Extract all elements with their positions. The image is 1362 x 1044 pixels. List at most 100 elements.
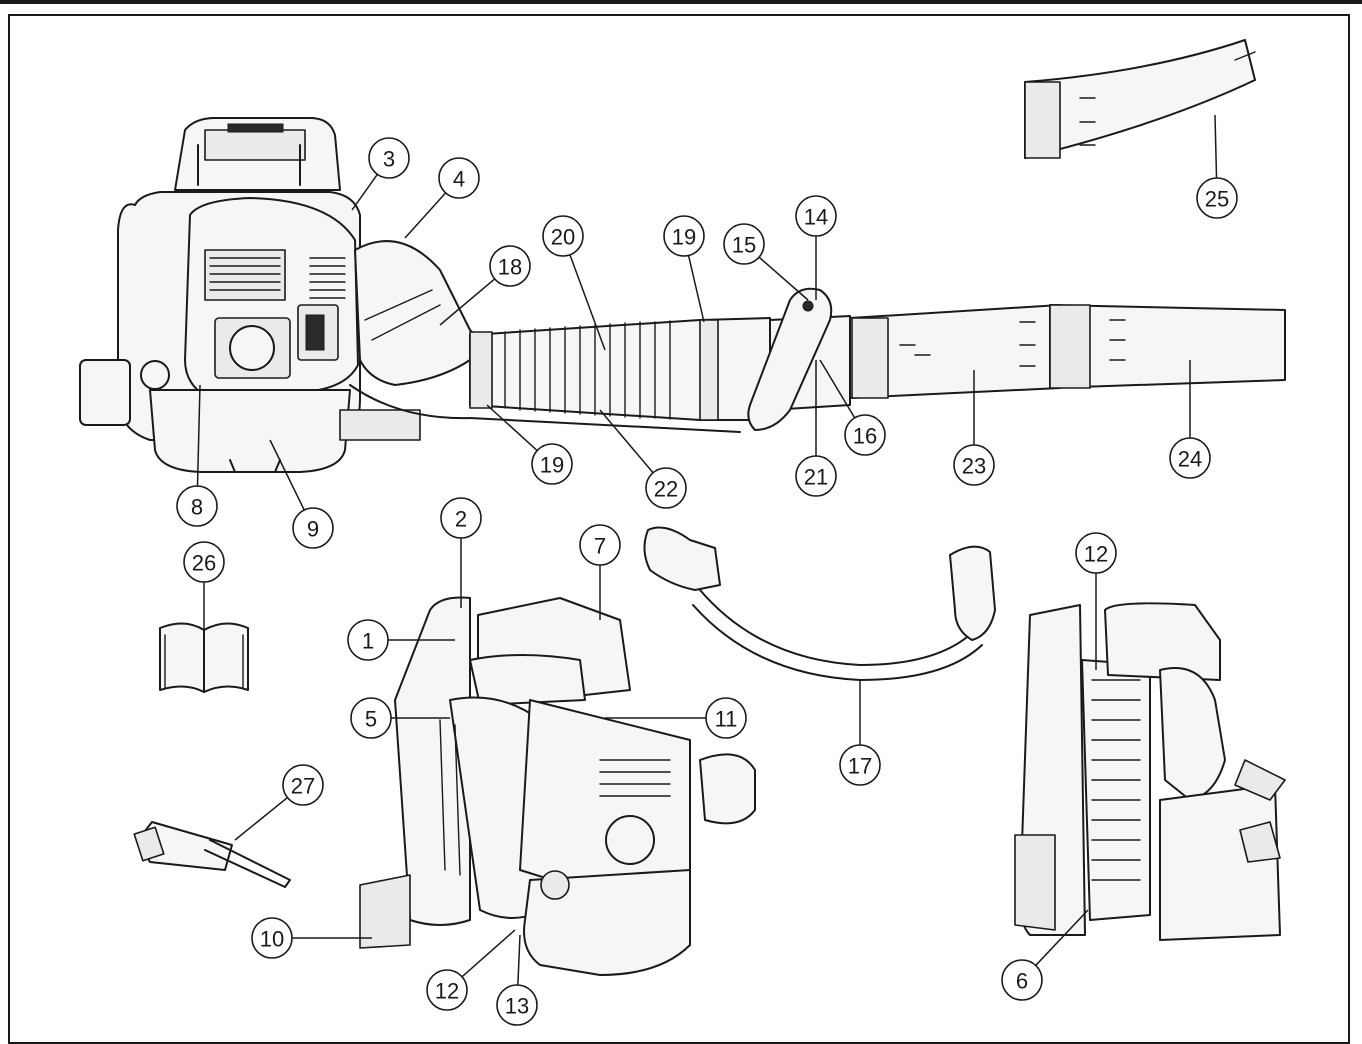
- callout-leader-line: [758, 256, 809, 301]
- callout-c10: 10: [251, 917, 372, 959]
- callout-c21: 21: [795, 360, 837, 497]
- callout-c3: 3: [351, 137, 410, 211]
- callout-leader-line: [351, 173, 379, 211]
- callout-number: 13: [505, 994, 529, 1019]
- callout-c6: 6: [1001, 909, 1089, 1001]
- callout-leader-line: [1214, 114, 1218, 179]
- callout-leader-line: [1035, 909, 1089, 966]
- callout-c1: 1: [347, 619, 455, 661]
- callout-leader-line: [439, 278, 496, 326]
- callout-c5: 5: [350, 697, 450, 739]
- callout-circle: [839, 744, 881, 786]
- callout-c4: 4: [404, 157, 480, 239]
- callout-circle: [251, 917, 293, 959]
- blower-engine-perspective-view: [359, 596, 756, 976]
- callout-circle: [176, 485, 218, 527]
- callout-c17: 17: [839, 680, 881, 786]
- callout-circle: [183, 541, 225, 583]
- callout-number: 23: [962, 454, 986, 479]
- callout-number: 21: [804, 465, 828, 490]
- callout-c20: 20: [542, 215, 606, 351]
- callout-number: 1: [362, 629, 374, 654]
- callout-c11: 11: [605, 697, 747, 739]
- header-rule: [0, 0, 1362, 4]
- callout-number: 20: [551, 225, 575, 250]
- callout-circle: [723, 223, 765, 265]
- callout-number: 12: [435, 979, 459, 1004]
- flex-pipe-assembly: [349, 287, 1286, 433]
- callout-c9: 9: [269, 439, 334, 549]
- callout-circle: [347, 619, 389, 661]
- callout-number: 3: [383, 147, 395, 172]
- callout-c14: 14: [795, 195, 837, 300]
- callout-group: 1234567891011121213141516171819192021222…: [176, 114, 1238, 1026]
- callout-number: 18: [498, 255, 522, 280]
- callout-circle: [489, 245, 531, 287]
- callout-circle: [531, 443, 573, 485]
- spark-plug-wrench: [133, 821, 291, 888]
- callout-circle: [663, 215, 705, 257]
- callout-leader-line: [486, 404, 538, 452]
- callout-number: 24: [1178, 447, 1202, 472]
- callout-circle: [795, 195, 837, 237]
- callout-number: 8: [191, 495, 203, 520]
- blower-engine-front-view: [79, 117, 486, 473]
- callout-c23: 23: [953, 370, 995, 486]
- callout-circle: [1075, 532, 1117, 574]
- engine-vents: [204, 249, 346, 301]
- callout-number: 27: [291, 774, 315, 799]
- callout-number: 7: [594, 534, 606, 559]
- callout-leader-line: [234, 796, 288, 841]
- callout-c12b: 12: [1075, 532, 1117, 670]
- callout-number: 10: [260, 927, 284, 952]
- callout-number: 11: [715, 707, 738, 732]
- callout-leader-line: [517, 934, 521, 986]
- callout-c24: 24: [1169, 360, 1211, 479]
- callout-c25: 25: [1196, 114, 1238, 219]
- callout-leader-line: [569, 254, 606, 351]
- callout-circle: [953, 444, 995, 486]
- callout-circle: [426, 969, 468, 1011]
- callout-c27: 27: [234, 764, 324, 841]
- callout-leader-line: [196, 384, 201, 487]
- callout-circle: [292, 507, 334, 549]
- callout-number: 19: [540, 453, 564, 478]
- callout-number: 19: [672, 225, 696, 250]
- nozzle: [1024, 39, 1256, 159]
- callout-circle: [844, 414, 886, 456]
- callout-number: 5: [365, 707, 377, 732]
- callout-leader-line: [404, 192, 447, 239]
- callout-number: 12: [1084, 542, 1108, 567]
- callout-circle: [350, 697, 392, 739]
- callout-c8: 8: [176, 384, 218, 527]
- callout-circle: [282, 764, 324, 806]
- callout-circle: [438, 157, 480, 199]
- callout-c18: 18: [439, 245, 531, 326]
- callout-number: 26: [192, 551, 216, 576]
- callout-circle: [705, 697, 747, 739]
- blower-engine-side-view: [1014, 602, 1286, 941]
- callout-number: 16: [853, 424, 877, 449]
- handle-assembly: [643, 526, 996, 681]
- callout-number: 15: [732, 233, 756, 258]
- callout-leader-line: [461, 929, 516, 978]
- callout-circle: [579, 524, 621, 566]
- callout-c22: 22: [599, 409, 687, 509]
- callout-leader-line: [269, 439, 305, 511]
- callout-circle: [368, 137, 410, 179]
- callout-c13: 13: [496, 934, 538, 1026]
- callout-leader-line: [819, 359, 856, 419]
- callout-number: 9: [307, 517, 319, 542]
- callout-circle: [496, 984, 538, 1026]
- callout-circle: [1169, 437, 1211, 479]
- callout-leader-line: [599, 409, 654, 474]
- callout-leader-line: [687, 255, 705, 323]
- owners-manual: [159, 622, 249, 693]
- callout-c16: 16: [819, 359, 886, 456]
- callout-c12a: 12: [426, 929, 516, 1011]
- callout-c7: 7: [579, 524, 621, 620]
- callout-number: 25: [1205, 187, 1229, 212]
- callout-number: 4: [453, 167, 465, 192]
- callout-number: 22: [654, 477, 678, 502]
